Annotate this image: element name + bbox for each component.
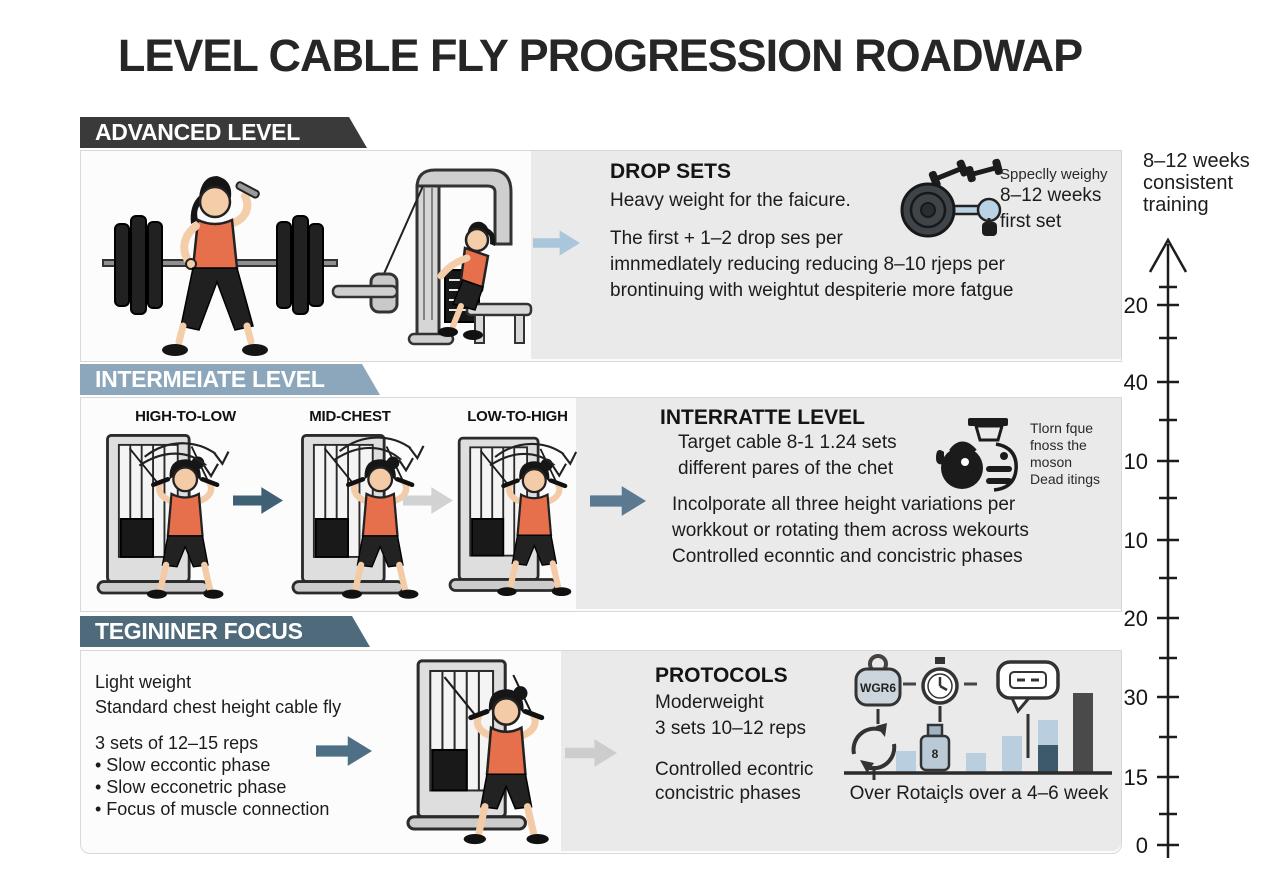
beginner-cable-fly-figure bbox=[406, 659, 568, 848]
intermediate-body-line: workkout or rotating them across wekourt… bbox=[672, 520, 1029, 541]
intermediate-panel-gray bbox=[576, 398, 1121, 609]
intermediate-banner-label: INTERMEIATE LEVEL bbox=[95, 366, 325, 392]
timeline-header-line: training bbox=[1143, 194, 1209, 216]
protocols-line: 3 sets 10–12 reps bbox=[655, 718, 807, 739]
intermediate-subtext: Target cable 8-1 1.24 sets different par… bbox=[678, 430, 1008, 482]
advanced-side-note: Sppeclly weighy 8–12 weeks first set bbox=[1000, 166, 1130, 235]
intermediate-side-note-line: moson bbox=[1030, 454, 1073, 470]
rotation-arrows-icon bbox=[851, 723, 897, 780]
protocols-line: concistric phases bbox=[655, 783, 801, 804]
chart-bar bbox=[966, 753, 986, 773]
timeline-header-line: 8–12 weeks bbox=[1143, 150, 1250, 172]
beginner-left-line: • Slow eccontic phase bbox=[95, 755, 271, 775]
protocol-icons-and-chart: WGR6 8 bbox=[844, 654, 1112, 780]
timeline-header-line: consistent bbox=[1143, 172, 1234, 194]
intermediate-body-line: Controlled econntic and concistric phase… bbox=[672, 546, 1023, 567]
intermediate-body: Incolporate all three height variations … bbox=[672, 492, 1092, 570]
drop-sets-body-line: imnmedlately reducing reducing 8–10 rjep… bbox=[610, 254, 1006, 275]
drop-sets-heading: DROP SETS bbox=[610, 160, 731, 183]
variation-arrow-2-icon bbox=[403, 487, 453, 514]
axis-tick-label: 20 bbox=[1124, 293, 1148, 318]
beginner-left-line: 3 sets of 12–15 reps bbox=[95, 733, 259, 753]
kettlebell-icon bbox=[936, 418, 1018, 492]
variation-arrow-1-icon bbox=[233, 487, 283, 514]
chart-caption: Over Rotaiçls over a 4–6 week bbox=[849, 783, 1109, 804]
beginner-left-line: Light weight bbox=[95, 672, 192, 692]
speech-bubble-icon bbox=[996, 660, 1060, 714]
timeline-header: 8–12 weeks consistent training bbox=[1143, 150, 1263, 216]
cable-fly-figure-high-to-low bbox=[96, 433, 230, 608]
drop-sets-body-line: The first + 1–2 drop ses per bbox=[610, 228, 843, 249]
intermediate-side-note-line: fnoss the bbox=[1030, 437, 1087, 453]
drop-sets-body: The first + 1–2 drop ses per imnmedlatel… bbox=[610, 226, 1030, 304]
axis-tick-label: 40 bbox=[1124, 370, 1148, 395]
protocols-body-top: Moderweight 3 sets 10–12 reps bbox=[655, 690, 885, 742]
stopwatch-icon bbox=[903, 657, 977, 705]
protocols-line: Controlled econtric bbox=[655, 759, 814, 780]
weight-tag-icon: WGR6 bbox=[854, 654, 902, 707]
axis-tick-label: 30 bbox=[1124, 685, 1148, 710]
axis-tick-label: 20 bbox=[1124, 606, 1148, 631]
barbell-woman-illustration bbox=[102, 176, 338, 356]
page-title: LEVEL CABLE FLY PROGRESSION ROADWAP bbox=[117, 30, 1083, 81]
beginner-left-line: • Slow ecconetric phase bbox=[95, 777, 287, 797]
beginner-banner: TEGININER FOCUS bbox=[80, 616, 370, 647]
advanced-flow-arrow-icon bbox=[533, 230, 580, 256]
intermediate-side-note-line: Dead itings bbox=[1030, 471, 1101, 487]
weight-tag-label: WGR6 bbox=[860, 681, 896, 695]
intermediate-flow-arrow-icon bbox=[590, 486, 646, 516]
chart-bar bbox=[896, 751, 916, 773]
beginner-left-text-top: Light weight Standard chest height cable… bbox=[95, 670, 415, 720]
advanced-banner-label: ADVANCED LEVEL bbox=[95, 119, 300, 145]
intermediate-side-note-line: Tlorn fque bbox=[1030, 420, 1094, 436]
advanced-banner: ADVANCED LEVEL bbox=[80, 117, 367, 148]
intermediate-subtext-line: Target cable 8-1 1.24 sets bbox=[678, 432, 897, 453]
intermediate-subtext-line: different pares of the chet bbox=[678, 458, 894, 479]
chart-bar bbox=[1073, 693, 1093, 773]
variation-label-low-to-high: LOW-TO-HIGH bbox=[467, 408, 568, 425]
axis-tick-label: 15 bbox=[1124, 765, 1148, 790]
beginner-left-text-bottom: 3 sets of 12–15 reps • Slow eccontic pha… bbox=[95, 732, 415, 820]
advanced-side-note-line: Sppeclly weighy bbox=[1000, 166, 1108, 183]
protocols-heading: PROTOCOLS bbox=[655, 664, 788, 687]
beginner-left-line: • Focus of muscle connection bbox=[95, 799, 330, 819]
chart-bar bbox=[1002, 736, 1022, 773]
axis-arrowhead-icon bbox=[1148, 237, 1188, 273]
intermediate-heading: INTERRATTE LEVEL bbox=[660, 406, 865, 429]
protocols-line: Moderweight bbox=[655, 692, 764, 713]
cable-fly-figure-mid-chest bbox=[291, 433, 425, 608]
protocols-body-bottom: Controlled econtric concistric phases bbox=[655, 758, 885, 806]
barbell-plate-icon bbox=[900, 158, 1003, 238]
variation-label-mid-chest: MID-CHEST bbox=[309, 408, 391, 425]
drop-sets-subheading: Heavy weight for the faicure. bbox=[610, 190, 851, 211]
chart-bar-dark-segment bbox=[1038, 745, 1058, 773]
beginner-flow-arrow-2-icon bbox=[565, 739, 617, 767]
beginner-banner-label: TEGININER FOCUS bbox=[95, 618, 303, 644]
advanced-side-note-line: first set bbox=[1000, 211, 1062, 232]
beginner-left-line: Standard chest height cable fly bbox=[95, 697, 342, 717]
advanced-panel bbox=[80, 150, 1122, 362]
advanced-panel-gray bbox=[531, 151, 1121, 359]
intermediate-body-line: Incolporate all three height variations … bbox=[672, 494, 1016, 515]
cable-station-illustration bbox=[331, 168, 533, 346]
intermediate-banner: INTERMEIATE LEVEL bbox=[80, 364, 380, 395]
axis-tick-label: 10 bbox=[1124, 449, 1148, 474]
cable-fly-figure-low-to-high bbox=[448, 436, 578, 608]
intermediate-side-note: Tlorn fque fnoss the moson Dead itings bbox=[1030, 420, 1130, 488]
mini-bar-chart bbox=[896, 693, 1093, 773]
axis-tick-label: 0 bbox=[1136, 833, 1148, 858]
beginner-flow-arrow-icon bbox=[316, 736, 372, 766]
timeline-axis: 20 40 10 10 20 30 15 0 bbox=[1124, 237, 1188, 858]
drop-sets-body-line: brontinuing with weightut despiterie mor… bbox=[610, 280, 1014, 301]
advanced-side-note-line: 8–12 weeks bbox=[1000, 185, 1102, 206]
bottle-glyph: 8 bbox=[932, 747, 939, 761]
variation-label-high-to-low: HIGH-TO-LOW bbox=[135, 408, 236, 425]
bottle-icon: 8 bbox=[919, 723, 951, 772]
axis-tick-label: 10 bbox=[1124, 528, 1148, 553]
